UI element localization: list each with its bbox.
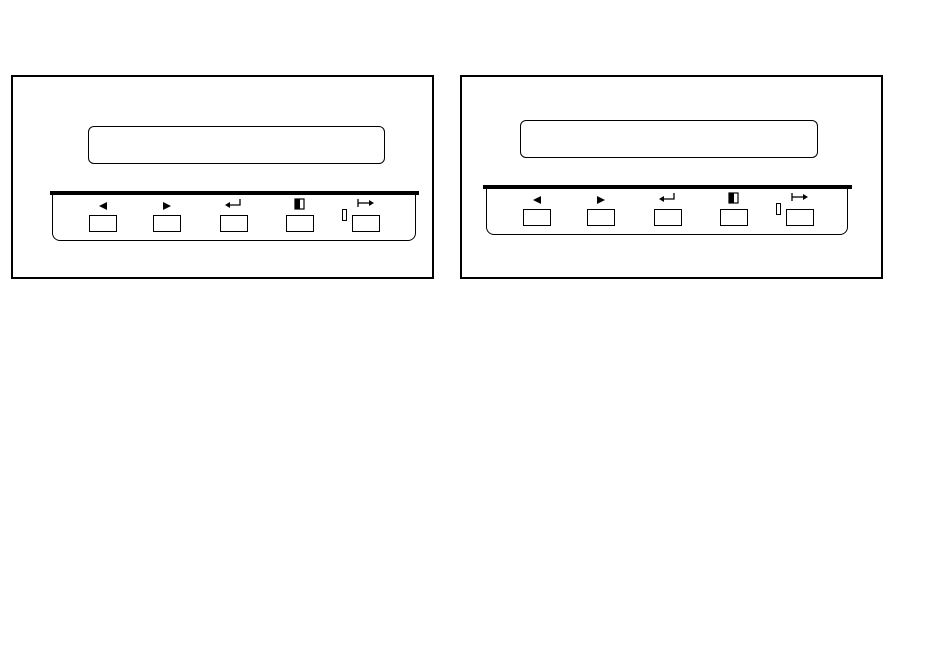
right-arrow-icon xyxy=(587,193,615,207)
right-arrow-key[interactable] xyxy=(153,215,181,232)
enter-return-icon xyxy=(220,197,248,211)
tab-exit-icon xyxy=(352,196,380,210)
enter-return-icon xyxy=(654,191,682,205)
left-arrow-key[interactable] xyxy=(523,209,551,226)
control-panel-right xyxy=(460,75,883,279)
enter-key[interactable] xyxy=(654,209,682,226)
keypad xyxy=(52,195,416,241)
right-arrow-key[interactable] xyxy=(587,209,615,226)
left-arrow-key[interactable] xyxy=(89,215,117,232)
keypad xyxy=(486,189,848,235)
lcd-display xyxy=(88,126,385,164)
tab-exit-icon xyxy=(786,190,814,204)
page-icon xyxy=(286,197,314,211)
tab-exit-key[interactable] xyxy=(786,209,814,226)
indicator-led xyxy=(342,209,347,221)
page-key[interactable] xyxy=(286,215,314,232)
page-icon xyxy=(720,191,748,205)
left-arrow-icon xyxy=(89,199,117,213)
tab-exit-key[interactable] xyxy=(352,215,380,232)
left-arrow-icon xyxy=(523,193,551,207)
enter-key[interactable] xyxy=(220,215,248,232)
page-key[interactable] xyxy=(720,209,748,226)
control-panel-left xyxy=(11,75,434,279)
right-arrow-icon xyxy=(153,199,181,213)
indicator-led xyxy=(776,203,781,215)
lcd-display xyxy=(520,120,818,158)
